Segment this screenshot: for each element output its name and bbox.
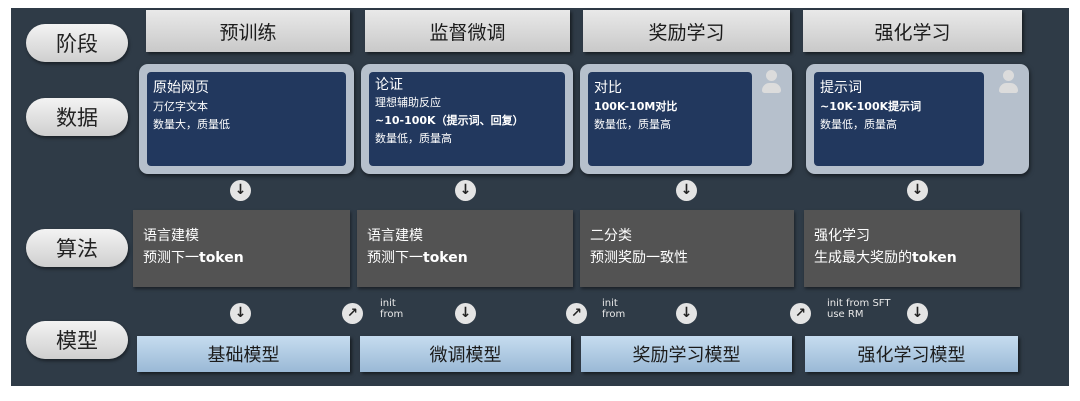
data-box-inner: 对比 100K-10M对比 数量低，质量高 [588, 72, 752, 166]
algorithm-box-pretraining: 语言建模 预测下一token [133, 210, 350, 287]
data-box-reward-learning: 对比 100K-10M对比 数量低，质量高 [580, 64, 792, 174]
data-title: 对比 [594, 80, 622, 96]
row-label-stage: 阶段 [26, 24, 128, 62]
data-box-sft: 论证 理想辅助反应 ~10-100K（提示词、回复） 数量低，质量高 [361, 64, 573, 174]
data-line: 数量大，质量低 [153, 118, 230, 131]
arrow-up-right-icon: ↗ [566, 303, 587, 324]
algorithm-box-reward-learning: 二分类 预测奖励一致性 [580, 210, 794, 287]
arrow-down-icon: ↓ [455, 180, 476, 201]
stage-header-pretraining: 预训练 [146, 10, 350, 52]
model-box-base: 基础模型 [137, 336, 350, 372]
algorithm-name: 二分类 [590, 228, 632, 244]
data-box-inner: 原始网页 万亿字文本 数量大，质量低 [147, 72, 346, 166]
data-line: 万亿字文本 [153, 100, 208, 113]
data-line: ~10-100K（提示词、回复） [375, 114, 524, 127]
person-icon [760, 70, 782, 98]
stage-header-sft: 监督微调 [365, 10, 570, 52]
arrow-down-icon: ↓ [907, 303, 928, 324]
data-title: 论证 [375, 77, 403, 93]
algorithm-box-sft: 语言建模 预测下一token [357, 210, 573, 287]
algorithm-goal: 生成最大奖励的token [814, 250, 957, 266]
algorithm-goal: 预测下一token [143, 250, 244, 266]
arrow-down-icon: ↓ [455, 303, 476, 324]
row-label-data: 数据 [26, 98, 128, 136]
arrow-down-icon: ↓ [230, 303, 251, 324]
stage-header-rl: 强化学习 [803, 10, 1022, 52]
data-box-inner: 提示词 ~10K-100K提示词 数量低，质量高 [814, 72, 984, 166]
model-box-sft: 微调模型 [360, 336, 571, 372]
arrow-down-icon: ↓ [676, 180, 697, 201]
algorithm-name: 强化学习 [814, 228, 870, 244]
algorithm-name: 语言建模 [143, 228, 199, 244]
data-line: 数量低，质量高 [375, 132, 452, 145]
data-line: 理想辅助反应 [375, 96, 441, 109]
algorithm-goal: 预测奖励一致性 [590, 250, 688, 266]
data-line: ~10K-100K提示词 [820, 100, 922, 113]
data-box-rl: 提示词 ~10K-100K提示词 数量低，质量高 [806, 64, 1029, 174]
data-title: 原始网页 [153, 80, 209, 96]
arrow-up-right-icon: ↗ [342, 303, 363, 324]
data-line: 数量低，质量高 [594, 118, 671, 131]
algorithm-box-rl: 强化学习 生成最大奖励的token [804, 210, 1020, 287]
arrow-down-icon: ↓ [907, 180, 928, 201]
row-label-algorithm: 算法 [26, 229, 128, 267]
algorithm-name: 语言建模 [367, 228, 423, 244]
arrow-down-icon: ↓ [676, 303, 697, 324]
data-box-pretraining: 原始网页 万亿字文本 数量大，质量低 [139, 64, 354, 174]
stage-header-reward-learning: 奖励学习 [583, 10, 790, 52]
model-box-rl: 强化学习模型 [805, 336, 1018, 372]
arrow-up-right-icon: ↗ [790, 303, 811, 324]
algorithm-goal: 预测下一token [367, 250, 468, 266]
person-icon [997, 70, 1019, 98]
data-title: 提示词 [820, 80, 862, 96]
row-label-model: 模型 [26, 321, 128, 359]
model-box-reward: 奖励学习模型 [581, 336, 792, 372]
data-line: 100K-10M对比 [594, 100, 678, 113]
data-line: 数量低，质量高 [820, 118, 897, 131]
data-box-inner: 论证 理想辅助反应 ~10-100K（提示词、回复） 数量低，质量高 [369, 72, 565, 166]
arrow-down-icon: ↓ [230, 180, 251, 201]
